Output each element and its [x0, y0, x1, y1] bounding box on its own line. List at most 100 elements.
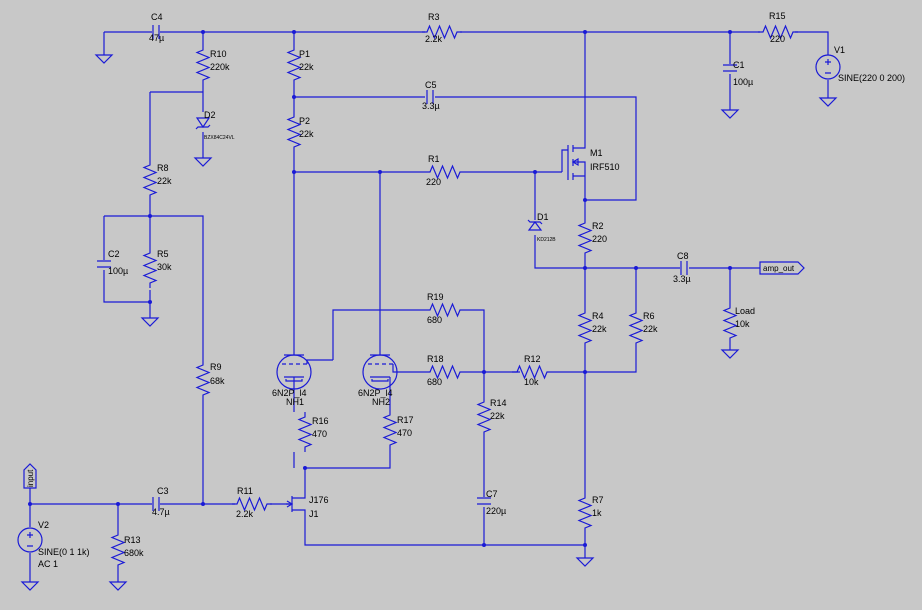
r12-ref: R12 [524, 354, 541, 364]
resistor-R18[interactable]: R18 680 [424, 354, 466, 387]
r15-ref: R15 [769, 11, 786, 21]
d2-ref: D2 [204, 110, 216, 120]
r6-value: 22k [643, 324, 658, 334]
v2-ref: V2 [38, 520, 49, 530]
capacitor-C4[interactable]: C4 47µ [149, 12, 164, 43]
resistor-R16[interactable]: R16 470 [298, 411, 329, 453]
r6-ref: R6 [643, 311, 655, 321]
ground-icon [141, 317, 159, 327]
r10-ref: R10 [210, 49, 227, 59]
nh1-ref: NH1 [286, 397, 304, 407]
r5-ref: R5 [157, 249, 169, 259]
c2-value: 100µ [108, 266, 128, 276]
load-value: 10k [735, 319, 750, 329]
nh2-ref: NH2 [372, 397, 390, 407]
amp-out-net-flag[interactable]: amp_out [759, 261, 805, 275]
zener-diode-D2[interactable]: D2 BZX84C24VL [195, 110, 235, 141]
amp-out-flag-label: amp_out [763, 264, 795, 273]
resistor-P2[interactable]: P2 22k [287, 111, 314, 153]
c7-ref: C7 [486, 489, 498, 499]
c7-value: 220µ [486, 506, 506, 516]
r14-ref: R14 [490, 398, 507, 408]
v1-ref: V1 [834, 45, 845, 55]
r13-value: 680k [124, 548, 144, 558]
input-net-flag[interactable]: input [23, 463, 37, 489]
resistor-R10[interactable]: R10 220k [196, 44, 230, 86]
r1-value: 220 [426, 177, 441, 187]
capacitor-C1[interactable]: C1 100µ [723, 60, 753, 87]
r14-value: 22k [490, 411, 505, 421]
resistor-Load[interactable]: Load 10k [723, 302, 755, 344]
j1-ref: J1 [309, 509, 319, 519]
r8-value: 22k [157, 176, 172, 186]
r7-ref: R7 [592, 495, 604, 505]
triode-NH2[interactable]: 6N2P_l4 NH2 [358, 345, 398, 407]
resistor-R9[interactable]: R9 68k [196, 359, 225, 401]
triode-NH1[interactable]: 6N2P_l4 NH1 [272, 340, 333, 407]
d1-value: KD212B [537, 237, 556, 243]
resistor-R7[interactable]: R7 1k [578, 492, 604, 534]
capacitor-C8[interactable]: C8 3.3µ [673, 251, 691, 284]
resistor-R8[interactable]: R8 22k [143, 159, 172, 201]
c4-ref: C4 [151, 12, 163, 22]
voltage-source-V2[interactable]: V2 SINE(0 1 1k) AC 1 [17, 520, 90, 569]
r9-ref: R9 [210, 362, 222, 372]
ground-icon [194, 157, 212, 167]
ground-icon [576, 557, 594, 567]
resistor-R11[interactable]: R11 2.2k [231, 486, 273, 519]
capacitor-C3[interactable]: C3 4.7µ [152, 486, 170, 517]
r13-ref: R13 [124, 535, 141, 545]
resistor-P1[interactable]: P1 22k [287, 44, 314, 86]
m1-value: IRF510 [590, 162, 620, 172]
r3-ref: R3 [428, 12, 440, 22]
capacitor-C7[interactable]: C7 220µ [477, 489, 506, 516]
resistor-R19[interactable]: R19 680 [424, 292, 466, 325]
p2-ref: P2 [299, 116, 310, 126]
r2-value: 220 [592, 234, 607, 244]
r17-value: 470 [397, 428, 412, 438]
p2-value: 22k [299, 129, 314, 139]
nh2-value: 6N2P_l4 [358, 388, 393, 398]
r2-ref: R2 [592, 221, 604, 231]
r7-value: 1k [592, 508, 602, 518]
r10-value: 220k [210, 62, 230, 72]
resistor-R1[interactable]: R1 220 [424, 154, 466, 187]
junctions [28, 30, 732, 547]
r18-ref: R18 [427, 354, 444, 364]
capacitor-C2[interactable]: C2 100µ [97, 249, 128, 276]
mosfet-M1[interactable]: M1 IRF510 [561, 140, 620, 185]
resistor-R14[interactable]: R14 22k [477, 396, 507, 438]
resistor-R5[interactable]: R5 30k [143, 247, 172, 289]
resistor-R13[interactable]: R13 680k [111, 529, 144, 571]
p1-value: 22k [299, 62, 314, 72]
input-flag-label: input [26, 469, 35, 487]
d2-value: BZX84C24VL [204, 135, 235, 141]
resistor-R6[interactable]: R6 22k [629, 307, 658, 349]
r11-value: 2.2k [236, 509, 254, 519]
resistor-R3[interactable]: R3 2.2k [421, 12, 463, 44]
wires [29, 31, 829, 582]
resistor-R4[interactable]: R4 22k [578, 307, 607, 349]
c1-value: 100µ [733, 77, 753, 87]
resistor-R17[interactable]: R17 470 [383, 409, 414, 451]
r16-ref: R16 [312, 416, 329, 426]
capacitor-C5[interactable]: C5 3.3µ [422, 80, 440, 111]
r5-value: 30k [157, 262, 172, 272]
resistor-R15[interactable]: R15 220 [757, 11, 799, 44]
r8-ref: R8 [157, 163, 169, 173]
r15-value: 220 [770, 34, 785, 44]
r4-value: 22k [592, 324, 607, 334]
r11-ref: R11 [237, 486, 253, 496]
nh1-value: 6N2P_l4 [272, 388, 307, 398]
resistor-R12[interactable]: R12 10k [511, 354, 553, 387]
resistor-R2[interactable]: R2 220 [578, 217, 607, 259]
ground-icon [721, 109, 739, 119]
voltage-source-V1[interactable]: V1 SINE(220 0 200) [815, 45, 905, 83]
zener-diode-D1[interactable]: D1 KD212B [527, 212, 556, 243]
c2-ref: C2 [108, 249, 120, 259]
jfet-J1[interactable]: J176 J1 [286, 492, 329, 519]
c1-ref: C1 [733, 60, 745, 70]
ground-icon [21, 581, 39, 591]
j1-value: J176 [309, 495, 329, 505]
